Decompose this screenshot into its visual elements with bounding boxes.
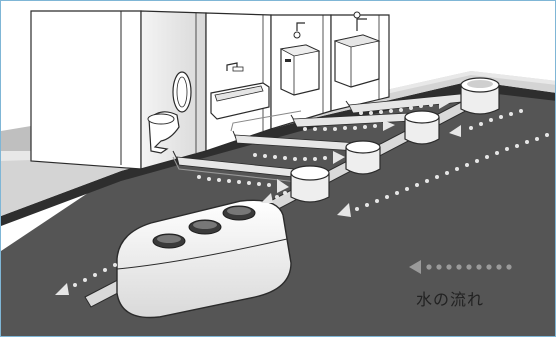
manhole-2: [346, 141, 380, 174]
manhole-1: [291, 166, 329, 202]
dotted-flow-arrow-icon: [407, 257, 527, 277]
building-bath: [206, 13, 271, 151]
legend-label: 水の流れ: [416, 286, 484, 310]
legend: 水の流れ: [401, 253, 541, 313]
manhole-4: [461, 78, 499, 114]
manhole-3: [405, 111, 439, 144]
